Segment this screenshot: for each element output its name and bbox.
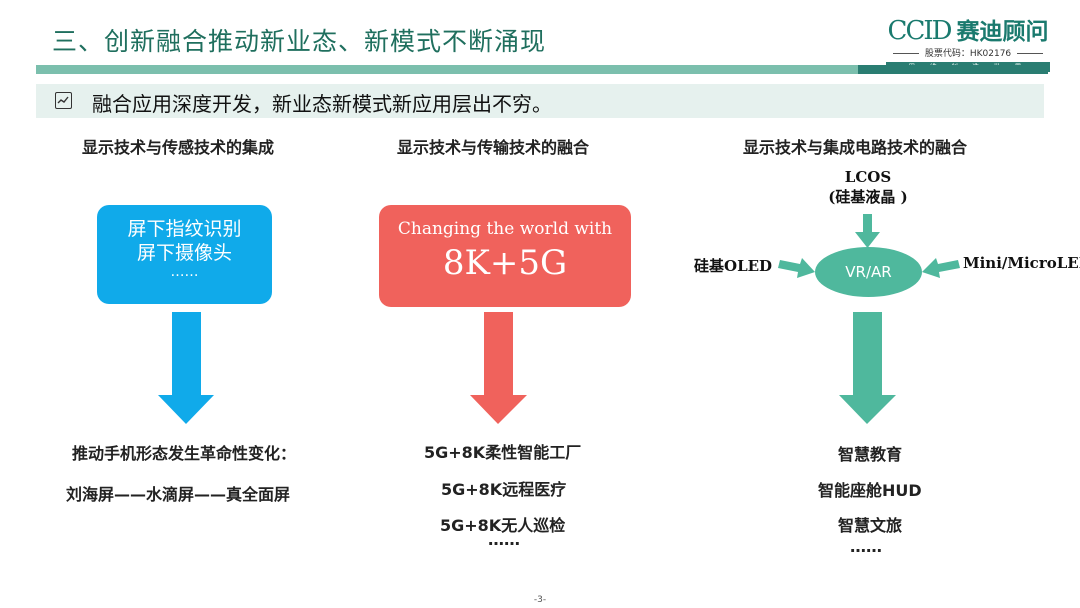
- output-remote-medical: 5G+8K远程医疗: [441, 480, 567, 499]
- column-heading-transmission: 显示技术与传输技术的融合: [397, 138, 590, 157]
- column-heading-sensing: 显示技术与传感技术的集成: [82, 138, 275, 157]
- logo-name: 赛迪顾问: [956, 18, 1049, 45]
- subtitle-text: 融合应用深度开发，新业态新模式新应用层出不穷。: [92, 92, 552, 116]
- header-divider: [36, 65, 858, 74]
- output-ellipsis: ……: [488, 530, 520, 549]
- column-heading-ic: 显示技术与集成电路技术的融合: [743, 138, 968, 157]
- box-tagline: Changing the world with: [397, 219, 613, 239]
- arrow-down-blue: [158, 312, 214, 424]
- box-line-ellipsis: ……: [170, 264, 199, 280]
- output-unmanned-inspection: 5G+8K无人巡检: [440, 516, 566, 535]
- input-lcos-desc: (硅基液晶 ): [828, 188, 908, 206]
- input-mini-microled: Mini/MicroLED: [963, 254, 1080, 272]
- output-smart-tourism: 智慧文旅: [838, 516, 903, 535]
- output-ellipsis-ic: ……: [850, 537, 882, 556]
- arrow-from-right: [922, 258, 960, 278]
- header-divider-accent: [858, 65, 1048, 74]
- vr-ar-node: VR/AR: [815, 247, 922, 297]
- subtitle-bar: [36, 84, 1044, 118]
- output-smart-cockpit-hud: 智能座舱HUD: [818, 481, 922, 500]
- arrow-down-green: [839, 312, 896, 424]
- output-smart-factory: 5G+8K柔性智能工厂: [424, 443, 582, 462]
- box-headline: 8K+5G: [442, 243, 568, 283]
- arrow-from-top: [855, 214, 880, 248]
- logo-brand: CCID: [887, 16, 953, 46]
- page-number: -3-: [533, 595, 547, 605]
- arrow-from-left: [778, 258, 815, 278]
- box-line-fingerprint: 屏下指纹识别: [127, 218, 242, 240]
- arrow-down-red: [470, 312, 527, 424]
- input-lcos-name: LCOS: [844, 168, 892, 186]
- output-phone-revolution: 推动手机形态发生革命性变化：: [72, 444, 297, 463]
- input-silicon-oled: 硅基OLED: [694, 257, 773, 275]
- input-lcos: LCOS (硅基液晶 ): [817, 168, 919, 207]
- chart-icon: [55, 92, 72, 109]
- output-smart-education: 智慧教育: [838, 445, 903, 464]
- box-line-camera: 屏下摄像头: [136, 242, 232, 264]
- transmission-tech-box: Changing the world with 8K+5G: [379, 205, 631, 307]
- sensing-tech-box: 屏下指纹识别 屏下摄像头 ……: [97, 205, 272, 304]
- logo-stock-code: 股票代码：HK02176: [886, 46, 1050, 59]
- output-screen-evolution: 刘海屏——水滴屏——真全面屏: [66, 485, 291, 504]
- page-title: 三、创新融合推动新业态、新模式不断涌现: [52, 27, 547, 56]
